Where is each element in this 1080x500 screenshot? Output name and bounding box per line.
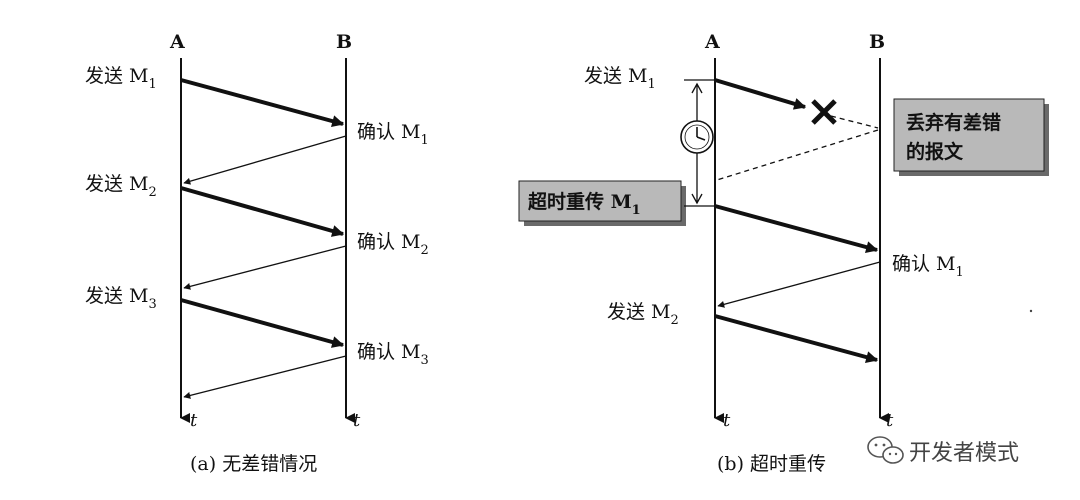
send-m2-label: 发送 M2 xyxy=(85,173,157,200)
wechat-icon xyxy=(867,436,904,464)
watermark: 开发者模式 xyxy=(867,436,1019,466)
caption-b: (b) 超时重传 xyxy=(717,453,826,475)
time-label-b: t xyxy=(886,410,894,431)
ack-m1-arrow xyxy=(717,261,881,308)
ack-m1-label: 确认 M1 xyxy=(892,253,964,280)
watermark-text: 开发者模式 xyxy=(909,441,1019,466)
send-m1-label: 发送 M1 xyxy=(85,65,157,92)
resend-m1-arrow xyxy=(714,204,879,253)
caption-a: (a) 无差错情况 xyxy=(190,453,317,475)
discard-text-line2: 的报文 xyxy=(906,140,964,163)
send-m1-arrow xyxy=(714,78,807,110)
send-m2-arrow xyxy=(180,186,345,237)
diagram-a: A B t t 发送 M1 确认 M1 发送 M2 确认 M2 发送 M3 确认… xyxy=(85,31,429,475)
clock-icon xyxy=(680,120,714,154)
ack-m3-label: 确认 M3 xyxy=(357,341,429,368)
node-a-label: A xyxy=(169,31,185,53)
retransmit-box: 超时重传 M1 xyxy=(518,180,686,226)
ack-m3-arrow xyxy=(183,355,347,399)
ack-m1-label: 确认 M1 xyxy=(357,121,429,148)
node-b-label: B xyxy=(869,31,885,53)
node-a-label: A xyxy=(704,31,720,53)
send-m1-label: 发送 M1 xyxy=(584,65,656,92)
timeout-timer xyxy=(680,82,714,205)
discard-box: 丢弃有差错 的报文 xyxy=(893,98,1049,176)
time-label-b: t xyxy=(353,410,361,431)
discard-text-line1: 丢弃有差错 xyxy=(906,111,1001,134)
send-m3-arrow xyxy=(180,298,345,348)
retransmit-label: 超时重传 M1 xyxy=(527,190,641,218)
time-label-a: t xyxy=(190,410,198,431)
no-ack-dashed xyxy=(716,129,879,181)
lost-path-dashed xyxy=(830,115,879,129)
diagram-b: A B t t 发送 M1 丢弃有差错 的报文 xyxy=(518,31,1049,475)
speck xyxy=(1029,309,1033,313)
send-m1-arrow xyxy=(180,78,345,127)
send-m2-label: 发送 M2 xyxy=(607,301,679,328)
ack-m2-label: 确认 M2 xyxy=(357,231,429,258)
error-x-icon xyxy=(811,99,837,125)
ack-m1-arrow xyxy=(183,135,347,185)
time-label-a: t xyxy=(723,410,731,431)
ack-m2-arrow xyxy=(183,245,347,290)
send-m2-arrow xyxy=(714,314,879,363)
node-b-label: B xyxy=(336,31,352,53)
send-m3-label: 发送 M3 xyxy=(85,285,157,312)
